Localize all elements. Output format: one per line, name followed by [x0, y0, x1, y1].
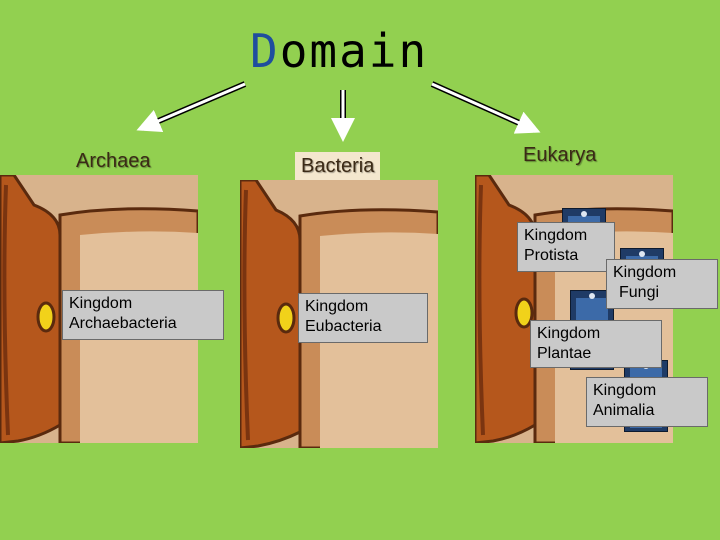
kingdom-box-animalia: Kingdom Animalia	[586, 377, 708, 427]
kingdom-box-fungi: Kingdom Fungi	[606, 259, 718, 309]
kingdom-word: Kingdom	[524, 227, 588, 244]
kingdom-name: Plantae	[537, 345, 592, 362]
kingdom-name: Eubacteria	[305, 318, 382, 335]
domain-label-bacteria: Bacteria	[295, 152, 381, 182]
kingdom-box-eubacteria: Kingdom Eubacteria	[298, 293, 428, 343]
kingdom-word: Kingdom	[537, 325, 601, 342]
kingdom-box-plantae: Kingdom Plantae	[530, 320, 662, 368]
domain-label-archaea: Archaea	[76, 150, 151, 172]
kingdom-word: Kingdom	[613, 264, 677, 281]
kingdom-word: Kingdom	[305, 298, 369, 315]
kingdom-box-archaebacteria: Kingdom Archaebacteria	[62, 290, 224, 340]
kingdom-name: Protista	[524, 247, 579, 264]
kingdom-box-protista: Kingdom Protista	[517, 222, 615, 272]
title-first-letter: D	[250, 24, 280, 78]
kingdom-word: Kingdom	[593, 382, 657, 399]
kingdom-name: Fungi	[619, 284, 660, 301]
kingdom-name: Animalia	[593, 402, 655, 419]
title-rest: omain	[279, 24, 429, 78]
page-title: Domain	[250, 28, 428, 74]
kingdom-name: Archaebacteria	[69, 315, 177, 332]
kingdom-word: Kingdom	[69, 295, 133, 312]
domain-label-eukarya: Eukarya	[523, 144, 597, 166]
